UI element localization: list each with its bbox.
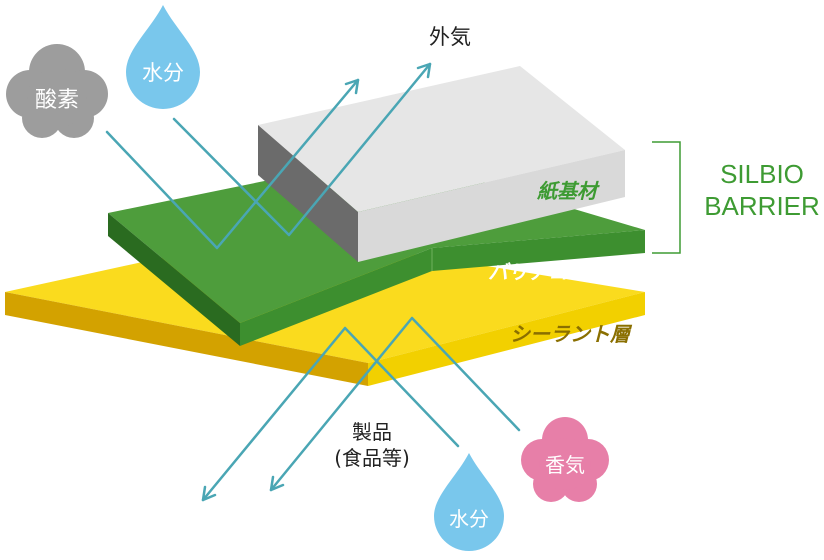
permeation-arrows [105, 62, 521, 502]
oxygen-label: 酸素 [35, 88, 79, 113]
paper-layer-label: 紙基材 [536, 179, 600, 203]
barrier-layer-label: バリアコート層 [488, 260, 631, 284]
silbio-bracket [652, 141, 681, 254]
moisture-top-label: 水分 [142, 61, 184, 85]
product-sublabel: (食品等) [334, 446, 410, 470]
moisture-bottom-arrow-path [201, 326, 460, 502]
brand-name-line1: SILBIO [720, 159, 804, 189]
aroma-arrow-head [269, 475, 285, 492]
oxygen-arrow-path [105, 78, 360, 250]
outside-air-label: 外気 [429, 25, 471, 49]
moisture-top-arrow-head [416, 62, 432, 79]
oxygen-cloud-icon [6, 44, 108, 138]
sealant-front-face [368, 292, 645, 386]
sealant-side-face [5, 292, 368, 386]
aroma-label: 香気 [545, 453, 585, 477]
paper-side-face [258, 125, 358, 262]
paper-layer [258, 66, 625, 262]
aroma-cloud-icon [521, 417, 609, 502]
barrier-side-face [108, 213, 240, 346]
moisture-bottom-arrow-head [201, 485, 217, 502]
moisture-top-arrow-path [172, 62, 432, 237]
barrier-front-face [240, 230, 645, 346]
oxygen-arrow-head [344, 78, 360, 95]
water-drop-top-icon [126, 5, 200, 109]
product-label: 製品 [352, 420, 392, 444]
moisture-bottom-label: 水分 [449, 507, 489, 531]
sealant-layer-label: シーラント層 [510, 322, 633, 346]
paper-front-face [358, 150, 625, 262]
water-drop-bottom-icon [434, 453, 504, 551]
aroma-arrow-path [269, 316, 521, 492]
paper-top-face [258, 66, 625, 212]
brand-name-line2: BARRIER [704, 191, 820, 221]
